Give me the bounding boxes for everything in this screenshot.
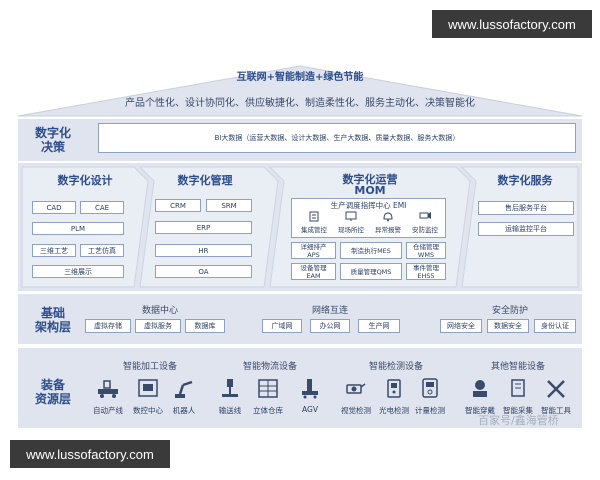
cnc-center-icon (138, 379, 158, 397)
aps-box[interactable]: 详细排产 APS (291, 242, 336, 259)
production-net-box[interactable]: 生产网 (358, 319, 400, 333)
operations-title: 数字化运营 (342, 173, 398, 186)
wearable-icon (473, 380, 487, 397)
service-title: 数字化服务 (497, 174, 553, 187)
emi-title: 生产调度指挥中心 EMI (330, 201, 407, 210)
meter-icon (422, 378, 438, 398)
virtual-storage-box[interactable]: 虚拟存储 (85, 319, 131, 333)
emi-item-integrated[interactable]: 集成管控 (296, 210, 332, 234)
identity-box[interactable]: 身份认证 (534, 319, 576, 333)
roof-subtitle: 产品个性化、设计协同化、供应敏捷化、制造柔性化、服务主动化、决策智能化 (125, 98, 475, 109)
bell-icon (383, 212, 393, 222)
roof-title: 互联网+智能制造+绿色节能 (236, 72, 364, 83)
erp-box[interactable]: ERP (155, 221, 252, 234)
cad-box[interactable]: CAD (32, 201, 76, 214)
network-title: 网络互连 (311, 306, 348, 316)
emi-item-label: 异常报警 (375, 226, 401, 234)
emi-item-site[interactable]: 现场所控 (333, 210, 369, 234)
srm-box[interactable]: SRM (206, 199, 252, 212)
processing-equip-title: 智能加工设备 (122, 362, 177, 372)
conveyor-icon (222, 379, 238, 397)
decision-label: 数字化 决策 (34, 126, 71, 154)
security-title: 安全防护 (491, 306, 528, 316)
vision-inspection-icon (346, 383, 366, 394)
equip-label: 光电检测 (379, 406, 409, 415)
qms-box[interactable]: 质量管理QMS (340, 263, 402, 280)
data-center-title: 数据中心 (141, 306, 178, 316)
wms-box[interactable]: 仓储管理 WMS (406, 242, 446, 259)
watermark-top: www.lussofactory.com (432, 10, 592, 38)
equip-label: 计量检测 (415, 406, 445, 415)
oa-box[interactable]: OA (155, 265, 252, 278)
data-security-box[interactable]: 数据安全 (487, 319, 529, 333)
faded-watermark: 百家号/鑫海管桥 (478, 414, 559, 427)
process-sim-box[interactable]: 工艺仿真 (80, 244, 124, 257)
mes-box[interactable]: 制造执行MES (340, 242, 402, 259)
hr-box[interactable]: HR (155, 244, 252, 257)
equip-label: 立体仓库 (253, 406, 283, 415)
warehouse-icon (258, 379, 278, 398)
3d-display-box[interactable]: 三维展示 (32, 265, 124, 278)
transport-box[interactable]: 运输监控平台 (478, 222, 574, 236)
other-equip-title: 其他智能设备 (490, 362, 545, 372)
monitor-icon (345, 211, 357, 221)
camera-icon (419, 212, 431, 219)
equip-label: 输送线 (218, 406, 242, 415)
ehs-box[interactable]: 事件管理 EHS5 (406, 263, 446, 280)
roof-shape (17, 65, 583, 117)
equip-label: AGV (302, 405, 318, 414)
agv-icon (302, 379, 318, 399)
equip-label: 自动产线 (93, 406, 123, 415)
operations-subtitle: MOM (354, 184, 386, 197)
equip-label: 视觉检测 (341, 406, 371, 415)
production-line-icon (98, 380, 118, 398)
emi-item-label: 集成管控 (301, 226, 327, 234)
equip-label: 智能工具 (541, 406, 571, 415)
plm-box[interactable]: PLM (32, 222, 124, 235)
equip-label: 智能采集 (503, 406, 533, 415)
eam-box[interactable]: 设备管理 EAM (291, 263, 336, 280)
virtual-service-box[interactable]: 虚拟服务 (135, 319, 181, 333)
3d-process-box[interactable]: 三维工艺 (32, 244, 76, 257)
equip-label: 数控中心 (133, 406, 163, 415)
emi-item-security[interactable]: 安防监控 (407, 210, 443, 234)
management-title: 数字化管理 (177, 174, 233, 187)
after-sales-box[interactable]: 售后服务平台 (478, 201, 574, 215)
logistics-equip-title: 智能物流设备 (242, 362, 297, 372)
equipment-band (18, 348, 582, 428)
equipment-label: 装备 资源层 (34, 378, 71, 406)
cae-box[interactable]: CAE (80, 201, 124, 214)
watermark-bottom: www.lussofactory.com (10, 440, 170, 468)
building-icon (309, 211, 319, 222)
robot-arm-icon (175, 380, 193, 398)
network-security-box[interactable]: 网络安全 (440, 319, 482, 333)
equip-label: 智能穿戴 (465, 406, 495, 415)
emi-item-label: 现场所控 (338, 226, 364, 234)
wan-box[interactable]: 广域网 (262, 319, 302, 333)
inspection-equip-title: 智能检测设备 (368, 362, 423, 372)
tools-icon (547, 380, 565, 398)
infra-label: 基础 架构层 (34, 306, 71, 334)
crm-box[interactable]: CRM (155, 199, 201, 212)
bi-big-data-box[interactable]: BI大数据（运营大数据、设计大数据、生产大数据、质量大数据、服务大数据） (98, 123, 576, 153)
office-net-box[interactable]: 办公网 (310, 319, 350, 333)
collector-icon (511, 379, 525, 397)
emi-item-label: 安防监控 (412, 226, 438, 234)
photoelectric-icon (387, 379, 401, 398)
equip-label: 机器人 (172, 406, 196, 415)
database-box[interactable]: 数据库 (185, 319, 225, 333)
design-title: 数字化设计 (57, 174, 113, 187)
emi-item-alarm[interactable]: 异常报警 (370, 210, 406, 234)
